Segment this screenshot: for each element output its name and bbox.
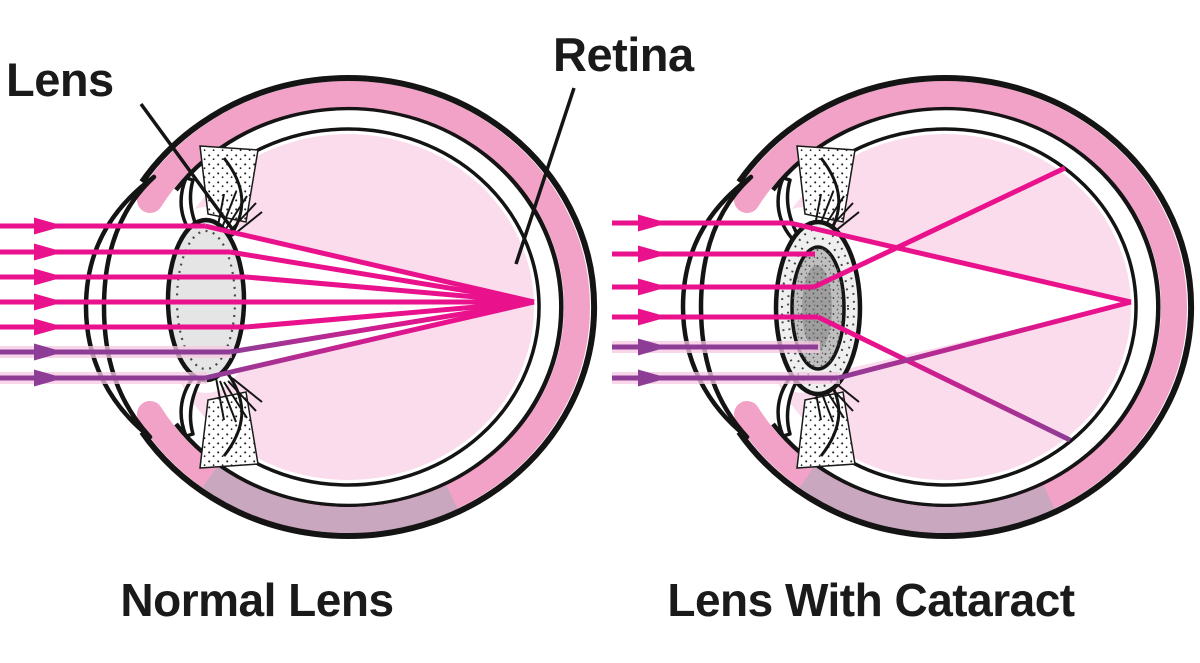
retina-label: Retina bbox=[553, 28, 694, 81]
lens-label: Lens bbox=[6, 53, 114, 106]
cataract-rim-dots-outer bbox=[781, 228, 855, 388]
normal-eye bbox=[0, 78, 594, 536]
cataract-rays bbox=[612, 165, 1132, 443]
ray-arrowheads bbox=[34, 217, 64, 387]
normal-rays bbox=[0, 217, 535, 387]
cataract-lens bbox=[773, 219, 863, 397]
ray-arrowheads bbox=[638, 214, 668, 387]
scattered-ray-down bbox=[816, 314, 1072, 443]
normal-lens-caption: Normal Lens bbox=[120, 574, 394, 626]
retina-leader-line bbox=[514, 87, 576, 265]
cataract-eye bbox=[612, 78, 1191, 536]
lens-leader-line bbox=[139, 102, 235, 232]
cataract-lens-caption: Lens With Cataract bbox=[667, 574, 1075, 626]
cataract-rim-dots-inner bbox=[787, 237, 849, 379]
scattered-ray-up bbox=[837, 299, 1132, 381]
